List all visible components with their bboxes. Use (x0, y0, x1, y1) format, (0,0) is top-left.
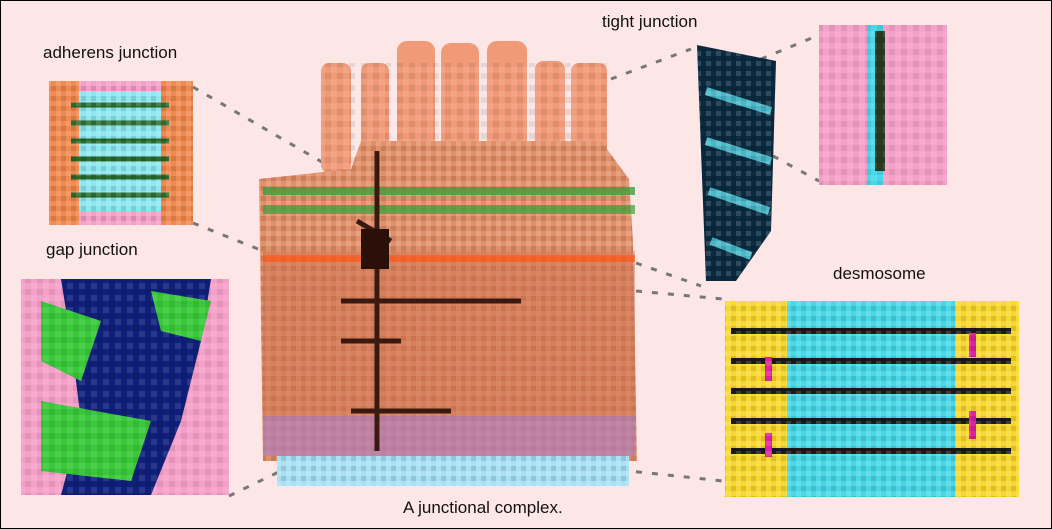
callout-line-tight-zoom-bottom (772, 154, 820, 183)
desmosome-image (725, 301, 1019, 497)
callout-line-tight-bottom (635, 261, 702, 288)
callout-line-adherens-bottom (192, 221, 264, 253)
callout-line-desmosome-top (635, 289, 724, 301)
callout-line-gap-bottom (228, 464, 292, 498)
callout-line-tight-zoom-top (760, 33, 820, 61)
callout-line-tight-top (610, 47, 692, 81)
tight-junction-image (697, 45, 776, 281)
central-micrograph (259, 41, 637, 486)
tight-junction-zoom-image (819, 25, 947, 185)
label-desmosome: desmosome (833, 264, 926, 283)
label-gap-junction: gap junction (46, 240, 138, 259)
figure-caption: A junctional complex. (403, 498, 563, 517)
gap-junction-image (21, 279, 229, 495)
adherens-junction-image (49, 81, 193, 225)
label-tight-junction: tight junction (602, 12, 698, 31)
label-adherens-junction: adherens junction (43, 43, 178, 62)
callout-line-adherens-top (192, 85, 347, 178)
